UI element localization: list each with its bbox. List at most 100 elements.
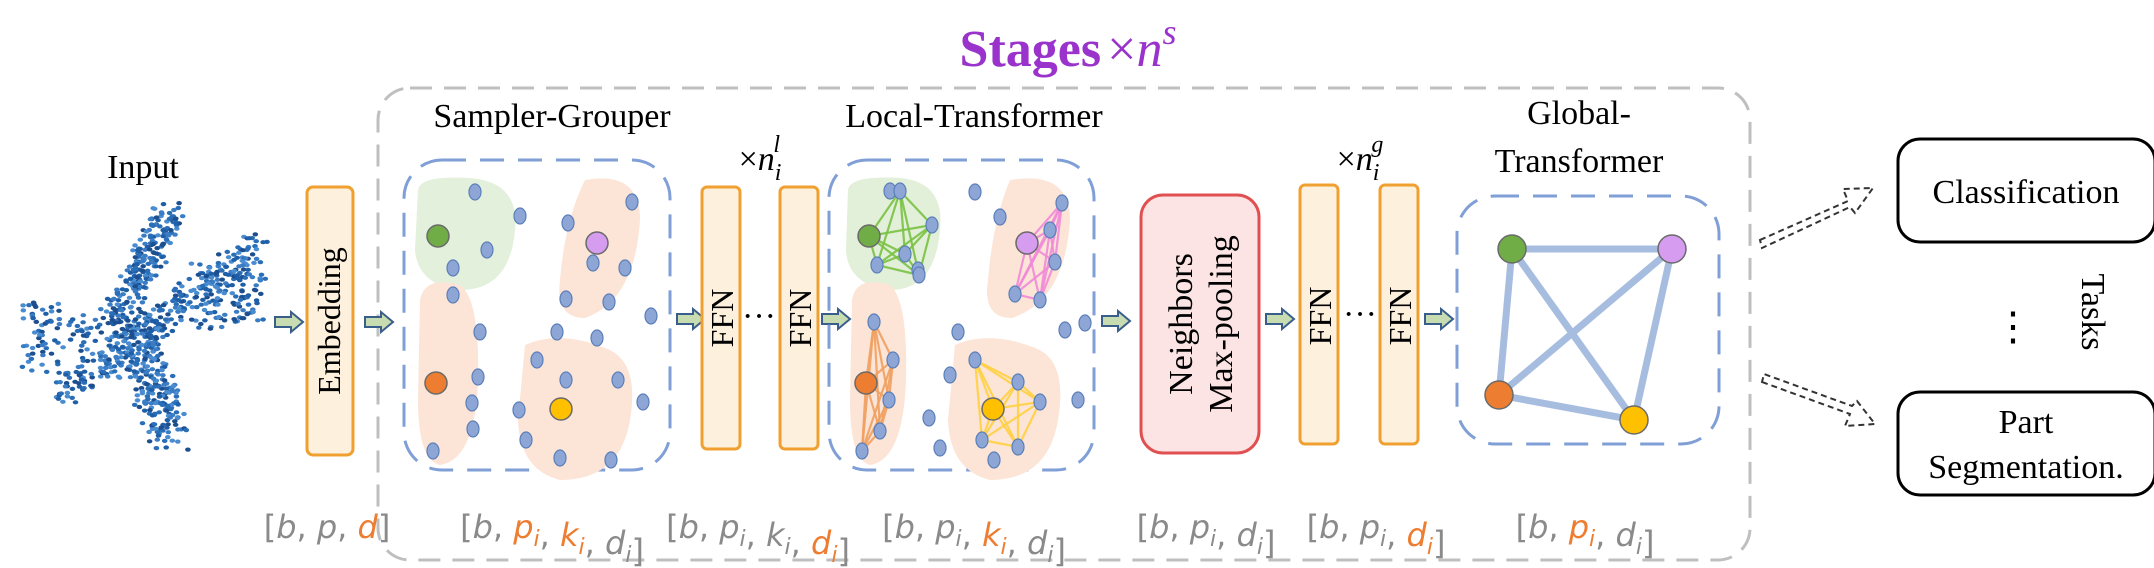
cloud-point xyxy=(239,289,245,294)
cloud-point xyxy=(253,247,260,252)
cloud-point xyxy=(145,261,152,266)
cloud-point xyxy=(147,312,153,318)
cloud-point xyxy=(99,350,105,355)
cloud-point xyxy=(160,303,167,308)
cloud-point xyxy=(165,430,172,435)
cloud-point xyxy=(56,308,62,313)
cloud-point xyxy=(19,364,26,369)
local-point xyxy=(855,442,869,460)
cloud-point xyxy=(39,307,46,312)
cloud-point xyxy=(158,425,165,430)
dim-part: p xyxy=(1359,508,1380,546)
cloud-point xyxy=(149,391,156,396)
dim-part: d xyxy=(358,508,379,546)
dim-part: [ xyxy=(460,508,472,546)
cloud-point xyxy=(229,291,236,296)
dim-part: , xyxy=(699,508,719,546)
cloud-point xyxy=(165,435,171,440)
cloud-point xyxy=(208,292,214,297)
cloud-point xyxy=(29,351,36,356)
cloud-point xyxy=(199,283,206,288)
cloud-point xyxy=(174,226,180,231)
cloud-point xyxy=(178,292,184,297)
cloud-point xyxy=(134,275,140,280)
cloud-point xyxy=(242,275,249,280)
cloud-point xyxy=(175,439,181,444)
global-node xyxy=(1497,234,1527,264)
attention-edge xyxy=(876,224,933,266)
cloud-point xyxy=(160,323,166,328)
cloud-point xyxy=(138,309,144,315)
cloud-point xyxy=(146,429,152,435)
cloud-point xyxy=(159,368,165,373)
dim-part: b xyxy=(1149,508,1169,546)
cloud-point xyxy=(112,307,118,312)
cloud-point xyxy=(116,361,122,366)
cloud-point xyxy=(118,355,124,360)
cloud-point xyxy=(117,274,124,279)
cloud-point xyxy=(31,302,38,307)
cloud-point xyxy=(29,345,36,351)
cloud-point xyxy=(114,291,121,296)
cloud-point xyxy=(125,341,132,346)
dim-part: b xyxy=(895,508,915,546)
flow-arrows xyxy=(274,306,1455,335)
cloud-point xyxy=(173,302,180,307)
cloud-point xyxy=(157,315,164,320)
dim-ffn-global: [b, pi, di] xyxy=(1307,508,1446,562)
cloud-point xyxy=(74,323,81,329)
stages-title: Stages×ns xyxy=(960,12,1177,78)
cloud-point xyxy=(55,396,62,401)
cloud-point xyxy=(216,314,222,320)
sample-point xyxy=(550,323,564,341)
cloud-point xyxy=(172,286,179,291)
cloud-point xyxy=(30,316,36,321)
dim-part: d xyxy=(811,524,832,562)
local-point xyxy=(951,323,965,341)
cloud-point xyxy=(144,364,151,369)
dim-part: , xyxy=(337,508,357,546)
cloud-point xyxy=(115,313,122,318)
local-points xyxy=(854,182,1092,469)
ffn-local-1 xyxy=(700,185,742,451)
cloud-point xyxy=(80,358,87,363)
dim-part: , xyxy=(1007,524,1027,562)
cloud-point xyxy=(231,252,237,257)
dim-subscript: i xyxy=(956,527,962,552)
segmentation-label-1: Part xyxy=(1999,404,2054,441)
cloud-point xyxy=(58,391,64,396)
cloud-point xyxy=(154,303,161,308)
cloud-point xyxy=(199,271,206,276)
cloud-point xyxy=(169,438,176,443)
cloud-point xyxy=(131,342,137,347)
cloud-point xyxy=(134,358,141,363)
cloud-point xyxy=(140,259,146,264)
ffn-global-dots: ··· xyxy=(1343,296,1377,333)
dim-input: [b, p, d] xyxy=(264,508,391,546)
cloud-point xyxy=(176,201,182,206)
sample-point xyxy=(519,431,533,449)
dim-part: b xyxy=(1319,508,1339,546)
cloud-point xyxy=(214,277,221,282)
cloud-point xyxy=(172,321,179,327)
cloud-point xyxy=(128,334,135,339)
cloud-point xyxy=(148,273,155,278)
cloud-point xyxy=(143,370,149,375)
dim-part: , xyxy=(493,508,513,546)
group-green xyxy=(415,177,516,290)
cloud-point xyxy=(239,316,245,321)
cloud-point xyxy=(134,332,141,337)
attention-edge xyxy=(875,190,902,266)
cloud-point xyxy=(80,333,87,338)
cloud-point xyxy=(128,351,135,356)
cloud-point xyxy=(246,272,253,277)
cloud-point xyxy=(162,317,169,322)
cloud-point xyxy=(215,264,222,269)
dimension-labels: [b, p, d][b, pi, ki, di][b, pi, ki, di][… xyxy=(264,508,1655,568)
local-transformer-label: Local-Transformer xyxy=(845,98,1103,135)
cloud-point xyxy=(118,350,124,355)
cloud-point xyxy=(197,262,203,267)
dim-part: d xyxy=(1407,516,1428,554)
dim-part: ] xyxy=(1053,532,1065,568)
flow-arrow xyxy=(821,306,852,332)
